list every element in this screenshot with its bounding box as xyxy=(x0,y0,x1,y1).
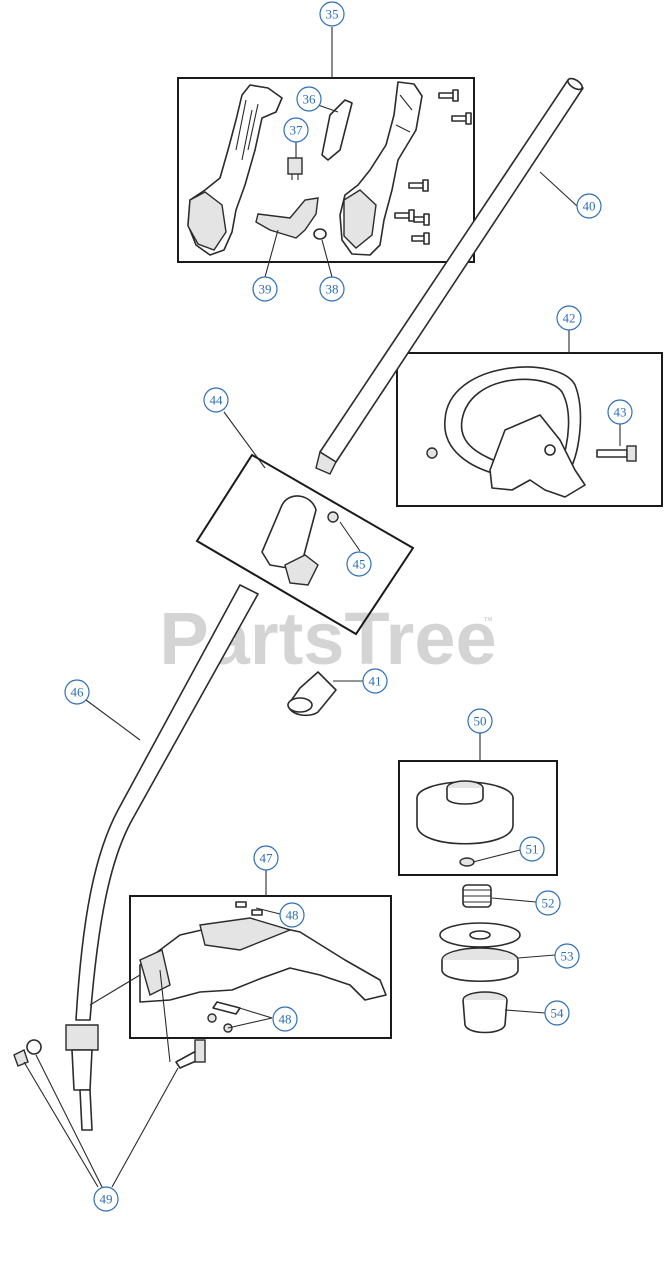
svg-text:44: 44 xyxy=(210,393,224,408)
svg-text:41: 41 xyxy=(369,674,382,689)
guard-group-box xyxy=(129,895,392,1039)
upper-shaft xyxy=(315,77,584,475)
spool-housing xyxy=(416,780,514,845)
bump-knob xyxy=(462,991,508,1034)
svg-text:46: 46 xyxy=(71,685,85,700)
shaft-hardware xyxy=(13,1039,206,1069)
coupler-part xyxy=(261,495,319,586)
trigger-spring xyxy=(313,228,327,240)
callout-47: 47 xyxy=(253,845,279,871)
handle-housing-right-half xyxy=(339,81,423,256)
callout-49: 49 xyxy=(93,1186,119,1212)
leader-lines xyxy=(23,27,621,1188)
callout-38: 38 xyxy=(319,276,345,302)
svg-text:47: 47 xyxy=(260,851,274,866)
svg-text:49: 49 xyxy=(100,1192,113,1207)
housing-screws xyxy=(394,89,472,245)
svg-text:43: 43 xyxy=(614,405,627,420)
svg-text:40: 40 xyxy=(583,199,596,214)
switch-part xyxy=(287,157,303,180)
handle-housing-group-box xyxy=(177,77,475,263)
lower-shaft xyxy=(65,584,259,1131)
callout-44: 44 xyxy=(203,387,229,413)
callout-46: 46 xyxy=(64,679,90,705)
svg-text:48: 48 xyxy=(286,908,299,923)
callout-36: 36 xyxy=(296,86,322,112)
spool-washer xyxy=(459,857,475,867)
svg-text:37: 37 xyxy=(290,123,304,138)
hanger-bracket xyxy=(287,671,337,717)
spool-housing-group-box xyxy=(398,760,558,876)
trigger-part xyxy=(255,197,319,239)
svg-text:53: 53 xyxy=(561,949,574,964)
callout-39: 39 xyxy=(252,276,278,302)
callout-52: 52 xyxy=(535,890,561,916)
callout-41: 41 xyxy=(362,668,388,694)
callout-45: 45 xyxy=(346,551,372,577)
assist-handle-nut xyxy=(426,447,438,459)
assist-handle xyxy=(444,366,586,498)
callout-42: 42 xyxy=(556,305,582,331)
watermark-trademark: ™ xyxy=(483,616,493,627)
callout-40: 40 xyxy=(576,193,602,219)
spool-spring xyxy=(462,884,492,908)
svg-text:52: 52 xyxy=(542,896,555,911)
svg-text:45: 45 xyxy=(353,557,366,572)
guard-screws xyxy=(207,901,263,1033)
handle-housing-left-half xyxy=(187,84,283,256)
svg-text:36: 36 xyxy=(303,92,317,107)
svg-text:50: 50 xyxy=(474,714,487,729)
svg-text:42: 42 xyxy=(563,311,576,326)
callout-51: 51 xyxy=(519,836,545,862)
assist-handle-group-box xyxy=(396,352,663,507)
svg-text:48: 48 xyxy=(279,1012,292,1027)
svg-text:39: 39 xyxy=(259,282,272,297)
svg-text:51: 51 xyxy=(526,842,539,857)
lockout-button xyxy=(321,99,353,161)
callout-43: 43 xyxy=(607,399,633,425)
coupler-bolt xyxy=(327,511,339,523)
callout-54: 54 xyxy=(544,1000,570,1026)
callout-48-top: 48 xyxy=(279,902,305,928)
assist-handle-bolt xyxy=(596,445,637,462)
svg-text:35: 35 xyxy=(326,7,339,22)
callout-37: 37 xyxy=(283,117,309,143)
coupler-group-box xyxy=(195,453,415,636)
svg-text:38: 38 xyxy=(326,282,339,297)
callout-50: 50 xyxy=(467,708,493,734)
callout-35: 35 xyxy=(319,1,345,27)
callout-53: 53 xyxy=(554,943,580,969)
svg-text:54: 54 xyxy=(551,1006,565,1021)
debris-guard xyxy=(139,917,387,1003)
trimmer-spool xyxy=(439,922,521,982)
callout-48-bottom: 48 xyxy=(272,1006,298,1032)
